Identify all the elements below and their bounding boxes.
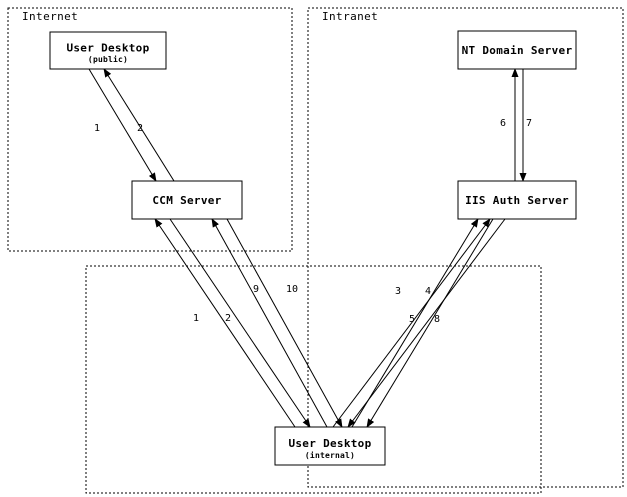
flow-arrow-1-user-desktop-internal-to-ccm-server — [154, 218, 296, 428]
node-user-desktop-internal[interactable]: User Desktop(internal) — [274, 426, 386, 466]
node-title-ccm-server: CCM Server — [152, 194, 221, 207]
zone-label-internet: Internet — [22, 10, 78, 23]
step-label-3-user-desktop-internal-to-iis-auth-server: 3 — [395, 286, 401, 297]
step-number-labels: 1 2 1 2 3 4 5 8 6 7 9 10 — [94, 118, 532, 325]
flow-arrow-2-ccm-server-to-user-desktop-public — [103, 68, 175, 182]
flow-arrow-8-iis-auth-server-to-user-desktop-internal — [347, 218, 506, 428]
zone-border-intranet — [307, 7, 624, 488]
node-user-desktop-public[interactable]: User Desktop(public) — [49, 31, 167, 70]
node-title-nt-domain-server: NT Domain Server — [462, 44, 573, 57]
step-label-8-iis-auth-server-to-user-desktop-internal: 8 — [434, 314, 440, 325]
step-label-1-user-desktop-public-to-ccm-server: 1 — [94, 123, 100, 134]
step-label-1-user-desktop-internal-to-ccm-server: 1 — [193, 313, 199, 324]
node-title-iis-auth-server: IIS Auth Server — [465, 194, 569, 207]
node-title-user-desktop-internal: User Desktop — [288, 437, 371, 450]
flow-arrow-4-iis-auth-server-to-user-desktop-internal — [366, 218, 494, 428]
node-box-iis-auth-server[interactable] — [457, 180, 577, 220]
flow-arrow-2-ccm-server-to-user-desktop-internal — [169, 218, 311, 428]
zone-border-internet — [7, 7, 293, 252]
zone-internal-lan — [85, 265, 542, 494]
flow-arrow-5-user-desktop-internal-to-iis-auth-server — [332, 218, 491, 428]
node-box-user-desktop-internal[interactable] — [274, 426, 386, 466]
node-title-user-desktop-public: User Desktop — [66, 42, 149, 55]
zone-border-internal-lan — [85, 265, 542, 494]
flow-arrow-1-user-desktop-public-to-ccm-server — [88, 68, 157, 182]
node-subtitle-user-desktop-public: (public) — [88, 54, 128, 64]
node-subtitle-user-desktop-internal: (internal) — [305, 450, 355, 460]
step-label-9-user-desktop-internal-to-ccm-server: 9 — [253, 284, 259, 295]
flow-arrows — [88, 68, 527, 428]
step-label-2-ccm-server-to-user-desktop-public: 2 — [137, 123, 143, 134]
node-nt-domain-server[interactable]: NT Domain Server — [457, 30, 577, 70]
step-label-6-iis-auth-server-to-nt-domain-server: 6 — [500, 118, 506, 129]
zone-boundaries: Internet Intranet — [7, 7, 624, 494]
node-box-nt-domain-server[interactable] — [457, 30, 577, 70]
flow-arrow-3-user-desktop-internal-to-iis-auth-server — [351, 218, 479, 428]
flow-arrow-9-user-desktop-internal-to-ccm-server — [211, 218, 328, 428]
node-ccm-server[interactable]: CCM Server — [131, 180, 243, 220]
zone-label-intranet: Intranet — [322, 10, 378, 23]
step-label-4-iis-auth-server-to-user-desktop-internal: 4 — [425, 286, 431, 297]
zone-intranet: Intranet — [307, 7, 624, 488]
step-label-10-ccm-server-to-user-desktop-internal: 10 — [286, 284, 298, 295]
zone-internet: Internet — [7, 7, 293, 252]
node-box-user-desktop-public[interactable] — [49, 31, 167, 70]
flow-arrow-10-ccm-server-to-user-desktop-internal — [226, 218, 343, 428]
node-iis-auth-server[interactable]: IIS Auth Server — [457, 180, 577, 220]
step-label-2-ccm-server-to-user-desktop-internal: 2 — [225, 313, 231, 324]
step-label-5-user-desktop-internal-to-iis-auth-server: 5 — [409, 314, 415, 325]
step-label-7-nt-domain-server-to-iis-auth-server: 7 — [526, 118, 532, 129]
node-box-ccm-server[interactable] — [131, 180, 243, 220]
